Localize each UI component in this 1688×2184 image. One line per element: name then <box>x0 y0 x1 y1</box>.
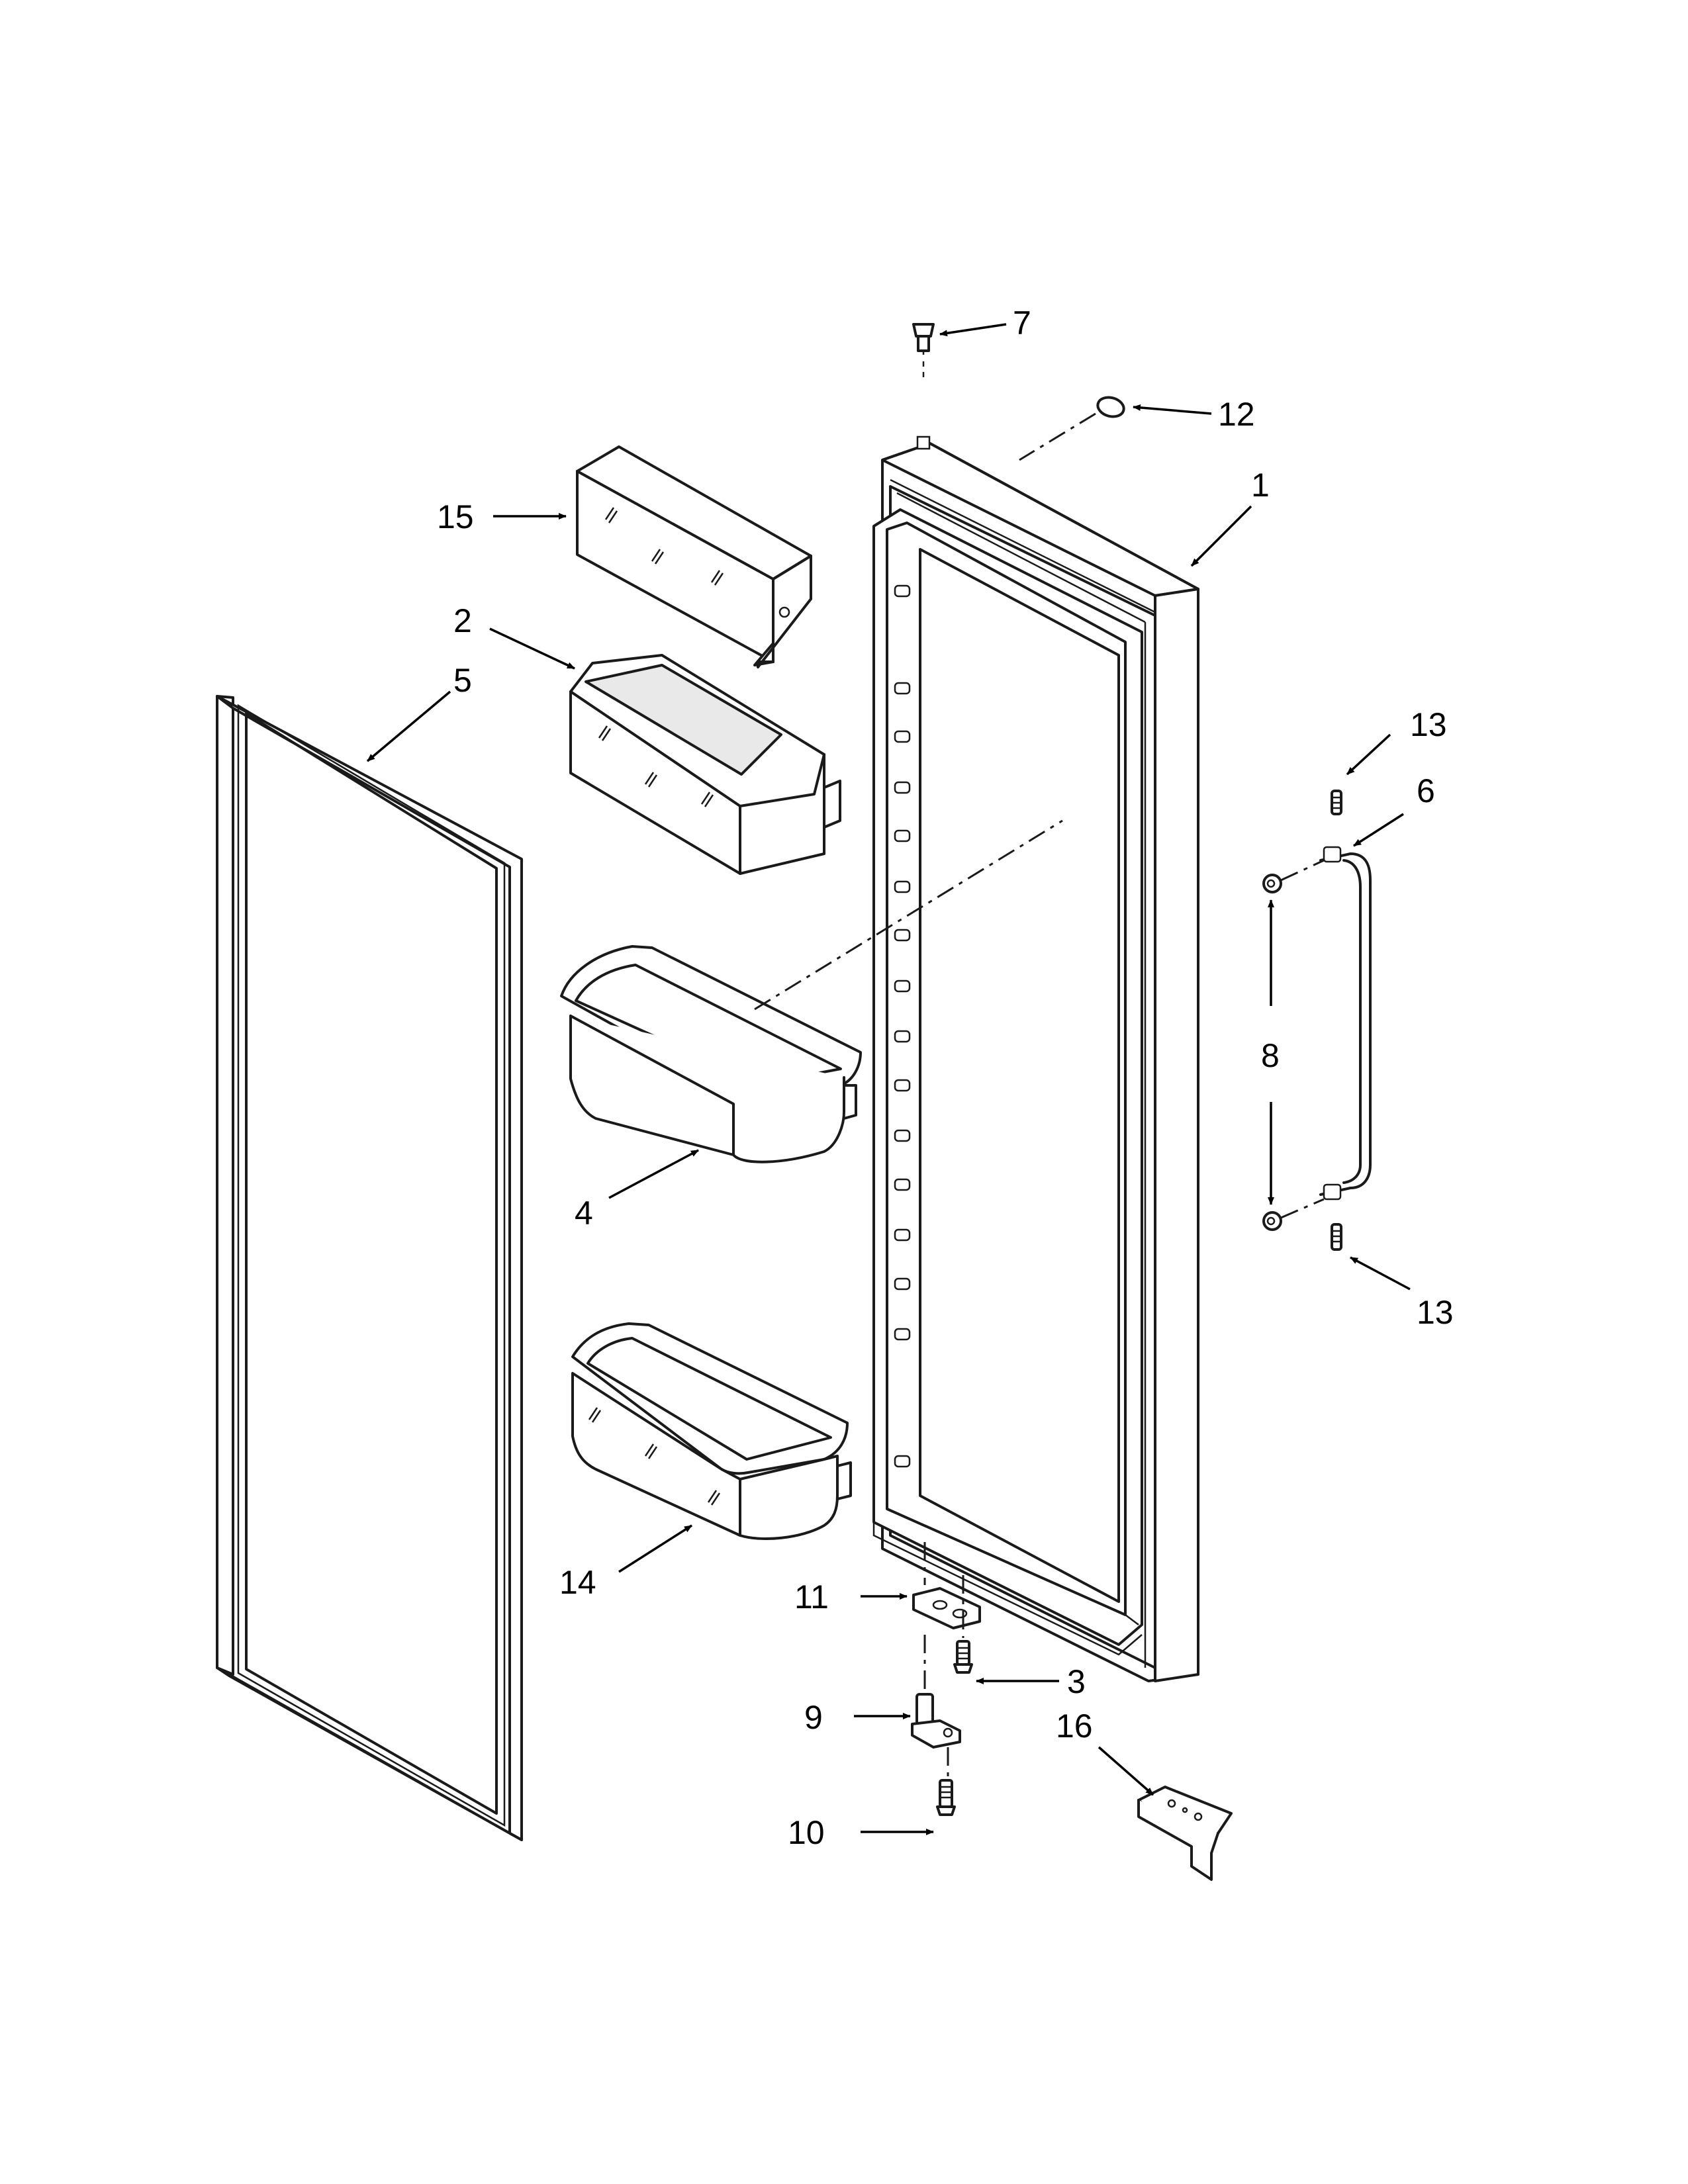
callout-13-bottom: 13 <box>1417 1294 1454 1331</box>
callout-15: 15 <box>437 498 474 535</box>
dairy-bin <box>569 654 841 875</box>
handle-screws <box>1331 790 1342 1251</box>
callout-10: 10 <box>788 1814 825 1851</box>
hinge-screw-upper <box>953 1640 973 1674</box>
callout-13-top: 13 <box>1410 706 1447 743</box>
handle-mounts <box>1262 859 1325 1231</box>
callout-8: 8 <box>1261 1037 1280 1074</box>
hinge-shim <box>912 1587 981 1629</box>
callout-3: 3 <box>1067 1663 1086 1700</box>
dairy-door <box>576 445 812 668</box>
callout-1: 1 <box>1251 467 1270 504</box>
callout-9: 9 <box>804 1699 823 1736</box>
hinge-bushing <box>912 323 935 450</box>
hinge-cover <box>1137 1786 1233 1881</box>
callout-7: 7 <box>1013 304 1031 341</box>
door-gasket <box>216 695 523 1841</box>
refrigerator-door <box>872 442 1199 1682</box>
callout-6: 6 <box>1417 772 1435 809</box>
door-bin-small <box>560 945 862 1163</box>
callout-14: 14 <box>559 1564 596 1601</box>
callout-11: 11 <box>794 1578 829 1615</box>
callout-4: 4 <box>575 1195 593 1232</box>
door-bin-large <box>571 1322 852 1540</box>
hinge-screw-lower <box>936 1779 956 1816</box>
callout-arrows <box>366 323 1411 1835</box>
hinge-pin <box>911 1693 961 1749</box>
door-handle <box>1319 846 1372 1201</box>
door-shelf-retainers <box>894 584 911 1468</box>
callout-12: 12 <box>1218 396 1255 433</box>
callout-2: 2 <box>453 602 472 639</box>
callout-5: 5 <box>453 662 472 699</box>
hinge-cap <box>1096 396 1125 418</box>
callout-16: 16 <box>1056 1707 1093 1745</box>
